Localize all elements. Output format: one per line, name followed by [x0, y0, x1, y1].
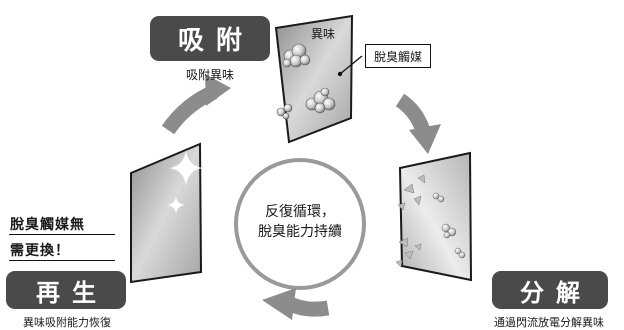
note-underline-2: [9, 260, 115, 261]
arrow-regen-to-adsorb-head: [205, 74, 231, 106]
cycle-ring: [234, 158, 366, 290]
cycle-center-line1: 反復循環，: [265, 204, 335, 220]
sparkle-small-icon: [167, 196, 185, 214]
arrow-adsorb-to-decompose-head: [409, 124, 441, 154]
sparkle-icons: [167, 150, 203, 214]
arrow-decompose-to-regen-head: [262, 288, 296, 320]
panel-regenerate: [130, 142, 203, 284]
note-underline-1: [9, 234, 115, 235]
odor-fragments: [395, 174, 426, 268]
cycle-center-text: 反復循環， 脫臭能力持續: [238, 202, 362, 242]
cycle-center-line2: 脫臭能力持續: [258, 224, 342, 240]
odor-label: 異味: [311, 27, 336, 41]
note-line1: 脫臭觸媒無: [10, 217, 85, 233]
stage-adsorb-subtitle: 吸附異味: [185, 68, 234, 82]
note-line2: 需更換！: [10, 243, 70, 259]
stage-adsorb-badge: 吸附: [150, 16, 270, 61]
odor-particles-top: [276, 43, 336, 120]
catalyst-pointer-dot: [337, 71, 343, 77]
stage-regenerate-subtitle: 異味吸附能力恢復: [23, 316, 111, 329]
odor-particles-right: [432, 192, 466, 259]
sparkle-large-icon: [169, 150, 203, 186]
catalyst-pointer: [339, 55, 363, 75]
stage-regenerate-badge: 再生: [6, 271, 126, 309]
stage-decompose-badge: 分解: [492, 271, 608, 309]
panel-decompose: [398, 151, 473, 282]
stage-decompose-subtitle: 通過閃流放電分解異味: [494, 316, 604, 329]
catalyst-label: 脫臭觸媒: [365, 44, 431, 68]
